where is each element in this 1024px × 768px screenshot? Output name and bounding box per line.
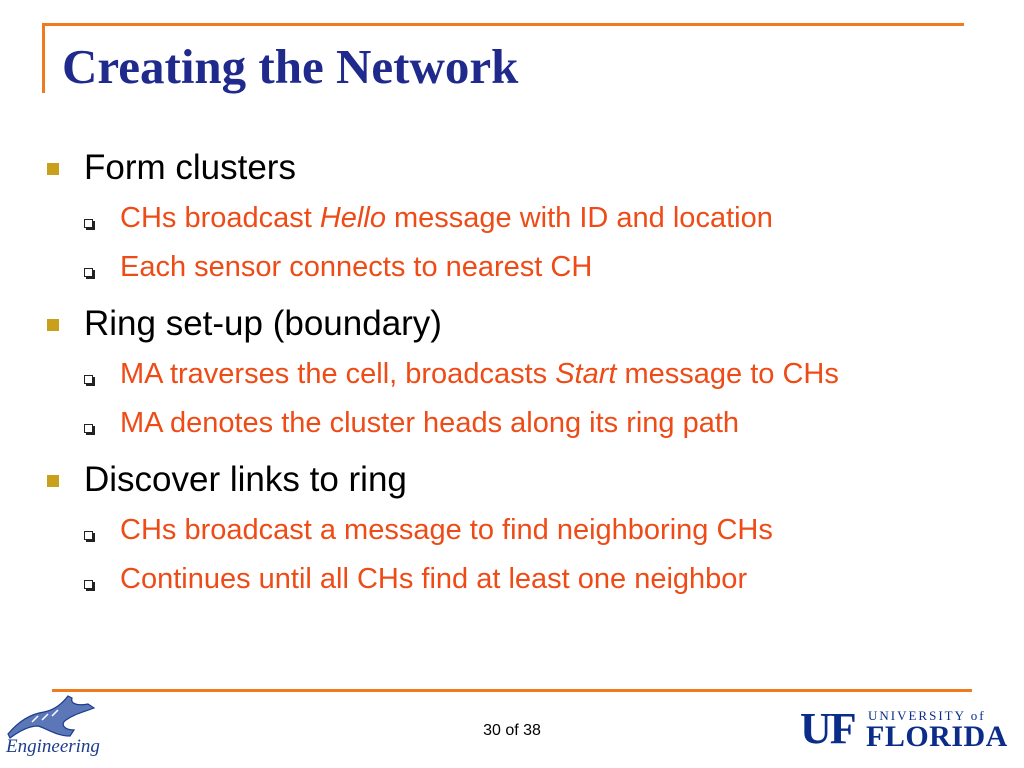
bullet-item: Discover links to ring [84,460,407,499]
page-number: 30 of 38 [483,722,541,739]
top-accent-line [42,23,964,26]
sub-bullet-item: CHs broadcast Hello message with ID and … [120,202,773,234]
checkbox-bullet-icon [84,219,93,228]
left-accent-line [42,23,45,93]
checkbox-bullet-icon [84,580,93,589]
footer-accent-line [52,689,972,692]
slide-title: Creating the Network [62,39,519,94]
square-bullet-icon [47,319,59,331]
checkbox-bullet-icon [84,424,93,433]
gator-engineering-logo: Engineering [4,694,100,764]
university-of-label: UNIVERSITY of [868,708,986,723]
checkbox-bullet-icon [84,375,93,384]
sub-bullet-item: Continues until all CHs find at least on… [120,563,748,595]
uf-monogram: UF [800,704,857,753]
gator-icon [7,695,96,739]
sub-bullet-item: CHs broadcast a message to find neighbor… [120,514,773,546]
checkbox-bullet-icon [84,531,93,540]
checkbox-bullet-icon [84,268,93,277]
florida-label: FLORIDA [866,720,1008,753]
engineering-wordmark: Engineering [6,736,100,757]
university-of-florida-logo: UF UNIVERSITY of FLORIDA [800,704,1010,754]
square-bullet-icon [47,163,59,175]
bullet-item: Form clusters [84,148,296,187]
sub-bullet-item: Each sensor connects to nearest CH [120,251,593,283]
square-bullet-icon [47,475,59,487]
bullet-item: Ring set-up (boundary) [84,304,442,343]
sub-bullet-item: MA denotes the cluster heads along its r… [120,407,740,439]
sub-bullet-item: MA traverses the cell, broadcasts Start … [120,358,839,390]
